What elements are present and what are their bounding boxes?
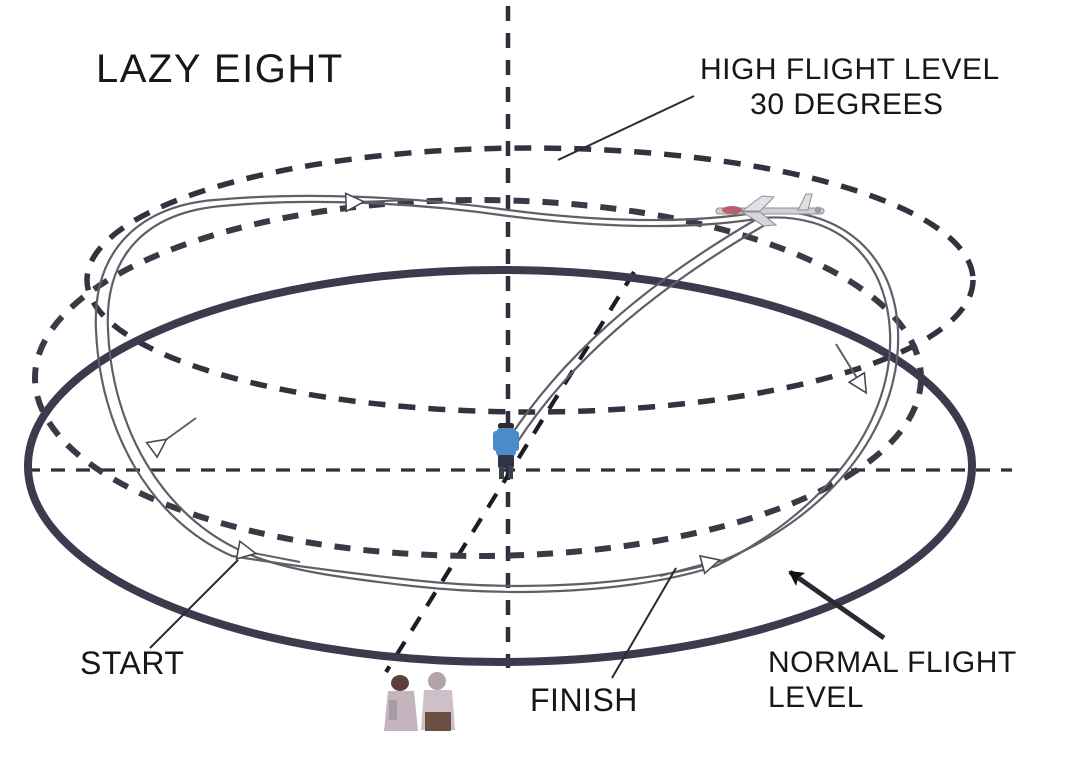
- page-title: LAZY EIGHT: [96, 47, 344, 91]
- observer-left: [384, 675, 418, 731]
- leader-normal-flight-level: [788, 569, 886, 641]
- finish-label: FINISH: [530, 682, 638, 718]
- normal-flight-level-line-1: NORMAL FLIGHT: [768, 646, 1017, 679]
- flight-path: [94, 194, 900, 594]
- high-flight-level-ellipse: [84, 145, 976, 415]
- normal-flight-level-ellipse: [24, 266, 976, 666]
- normal-flight-level-line-2: LEVEL: [768, 681, 864, 715]
- direction-arrow-finish: [659, 554, 722, 577]
- start-label: START: [80, 645, 185, 681]
- direction-arrow-right: [835, 343, 868, 395]
- direction-arrow-left: [145, 417, 197, 459]
- direction-arrow-top: [344, 192, 413, 213]
- observer-right: [421, 672, 455, 731]
- flight-path-direction-arrows: [145, 192, 868, 577]
- inner-reference-ellipse: [32, 197, 924, 559]
- airplane-icon: [715, 193, 825, 227]
- ground-observer-figures: [384, 672, 455, 731]
- leader-start: [149, 559, 239, 649]
- high-flight-level-line-1: HIGH FLIGHT LEVEL: [700, 53, 1000, 86]
- direction-arrow-start: [235, 539, 301, 563]
- center-pilot-figure: [493, 423, 519, 479]
- leader-high-flight-level: [557, 95, 695, 161]
- high-flight-level-line-2: 30 DEGREES: [750, 88, 944, 122]
- leader-finish: [611, 567, 677, 679]
- leader-lines: [149, 95, 886, 679]
